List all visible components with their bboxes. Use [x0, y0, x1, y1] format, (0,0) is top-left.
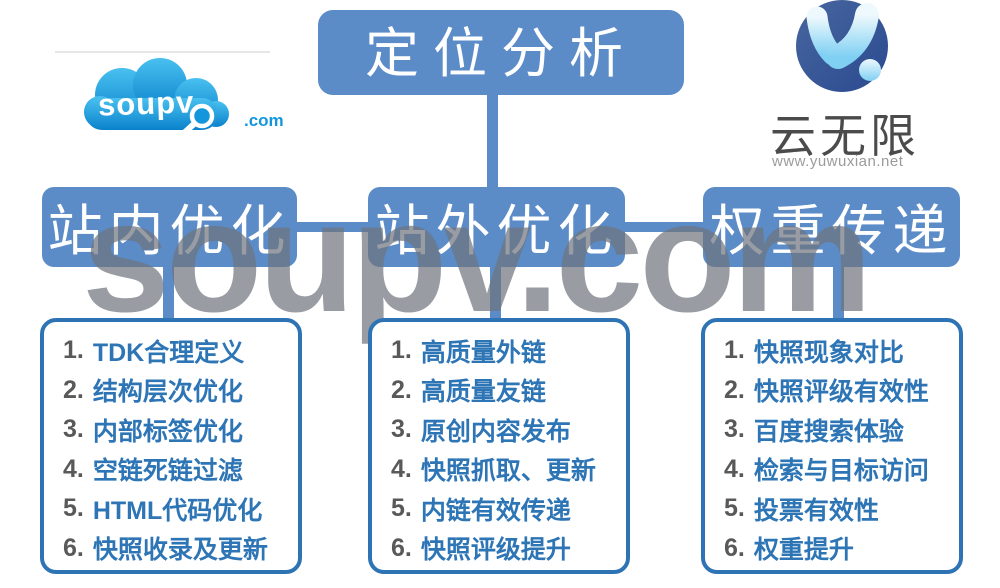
cloud-icon [84, 58, 229, 136]
list-item: 2. 快照评级有效性 [724, 371, 959, 411]
list-item: 1. 高质量外链 [391, 331, 626, 371]
yunwuxian-logo-icon [796, 0, 888, 92]
connector-branch-2-list [833, 265, 844, 320]
list-item: 5. 内链有效传递 [391, 489, 626, 529]
list-item: 1. TDK合理定义 [63, 331, 298, 371]
root-node-label: 定位分析 [365, 24, 637, 84]
list-item: 2. 结构层次优化 [63, 371, 298, 411]
root-node: 定位分析 [318, 10, 684, 95]
item-text: 快照评级提升 [420, 536, 571, 565]
yunwuxian-site-url: www.yuwuxian.net [772, 153, 904, 170]
soupv-logo: soupv .com [80, 53, 295, 141]
branch-node-weight: 权重传递 [703, 187, 960, 267]
item-text: 百度搜索体验 [753, 417, 904, 446]
list-item: 3. 原创内容发布 [391, 410, 626, 450]
list-item: 2. 高质量友链 [391, 371, 626, 411]
item-text: 权重提升 [753, 536, 854, 565]
item-number: 2. [391, 375, 412, 404]
list-item: 1. 快照现象对比 [724, 331, 959, 371]
list-item: 4. 空链死链过滤 [63, 450, 298, 490]
item-number: 2. [724, 375, 745, 404]
list-item: 4. 检索与目标访问 [724, 450, 959, 490]
branch-node-label: 站内优化 [47, 200, 292, 262]
item-number: 6. [724, 533, 745, 562]
yunwuxian-logo-name: 云无限 [770, 110, 920, 162]
item-number: 6. [391, 533, 412, 562]
divider-line [55, 51, 270, 53]
list-box-offsite: 1. 高质量外链 2. 高质量友链 3. 原创内容发布 4. 快照抓取、更新 5. 内链有… [368, 318, 630, 574]
item-number: 5. [63, 494, 84, 523]
list-item: 3. 内部标签优化 [63, 410, 298, 450]
item-number: 5. [724, 494, 745, 523]
list-item: 6. 快照评级提升 [391, 529, 626, 569]
item-text: 空链死链过滤 [92, 457, 243, 486]
item-text: 投票有效性 [753, 496, 879, 525]
item-list: 1. 高质量外链 2. 高质量友链 3. 原创内容发布 4. 快照抓取、更新 5. 内链有… [372, 331, 626, 568]
branch-node-onsite: 站内优化 [42, 187, 297, 267]
soupv-logo-text: soupv [97, 84, 195, 123]
branch-node-label: 站外优化 [374, 200, 619, 262]
item-number: 6. [63, 533, 84, 562]
connector-branch-0-1 [297, 222, 370, 232]
item-number: 4. [724, 454, 745, 483]
list-item: 5. 投票有效性 [724, 489, 959, 529]
item-text: 原创内容发布 [420, 417, 571, 446]
list-item: 6. 权重提升 [724, 529, 959, 569]
soupv-logo-suffix: .com [244, 111, 284, 130]
connector-branch-1-list [490, 265, 501, 320]
item-text: TDK合理定义 [92, 338, 245, 367]
item-text: 快照现象对比 [753, 338, 904, 367]
item-list: 1. TDK合理定义 2. 结构层次优化 3. 内部标签优化 4. 空链死链过滤 5. H… [44, 331, 298, 568]
item-number: 1. [391, 336, 412, 365]
branch-node-offsite: 站外优化 [368, 187, 625, 267]
list-item: 5. HTML代码优化 [63, 489, 298, 529]
list-box-weight: 1. 快照现象对比 2. 快照评级有效性 3. 百度搜索体验 4. 检索与目标访问 5.… [701, 318, 963, 574]
list-item: 4. 快照抓取、更新 [391, 450, 626, 490]
item-text: 高质量友链 [420, 378, 546, 407]
item-number: 3. [63, 415, 84, 444]
item-text: 快照评级有效性 [753, 378, 929, 407]
item-text: 检索与目标访问 [753, 457, 929, 486]
item-number: 4. [63, 454, 84, 483]
item-text: 内部标签优化 [92, 417, 243, 446]
item-text: 内链有效传递 [420, 496, 571, 525]
item-number: 5. [391, 494, 412, 523]
yunwuxian-logo: 云无限 www.yuwuxian.net [770, 0, 945, 176]
branch-node-label: 权重传递 [709, 200, 954, 262]
item-text: 高质量外链 [420, 338, 546, 367]
connector-branch-0-list [163, 265, 174, 320]
item-number: 3. [391, 415, 412, 444]
item-text: HTML代码优化 [92, 496, 263, 525]
magnifier-icon [181, 103, 215, 136]
list-item: 6. 快照收录及更新 [63, 529, 298, 569]
item-text: 结构层次优化 [92, 378, 243, 407]
item-text: 快照收录及更新 [92, 536, 268, 565]
list-box-onsite: 1. TDK合理定义 2. 结构层次优化 3. 内部标签优化 4. 空链死链过滤 5. H… [40, 318, 302, 574]
item-number: 1. [724, 336, 745, 365]
item-text: 快照抓取、更新 [420, 457, 596, 486]
item-number: 3. [724, 415, 745, 444]
connector-root-to-branch-1 [487, 93, 498, 189]
item-number: 4. [391, 454, 412, 483]
item-number: 1. [63, 336, 84, 365]
item-list: 1. 快照现象对比 2. 快照评级有效性 3. 百度搜索体验 4. 检索与目标访问 5.… [705, 331, 959, 568]
item-number: 2. [63, 375, 84, 404]
list-item: 3. 百度搜索体验 [724, 410, 959, 450]
connector-branch-1-2 [625, 222, 703, 232]
